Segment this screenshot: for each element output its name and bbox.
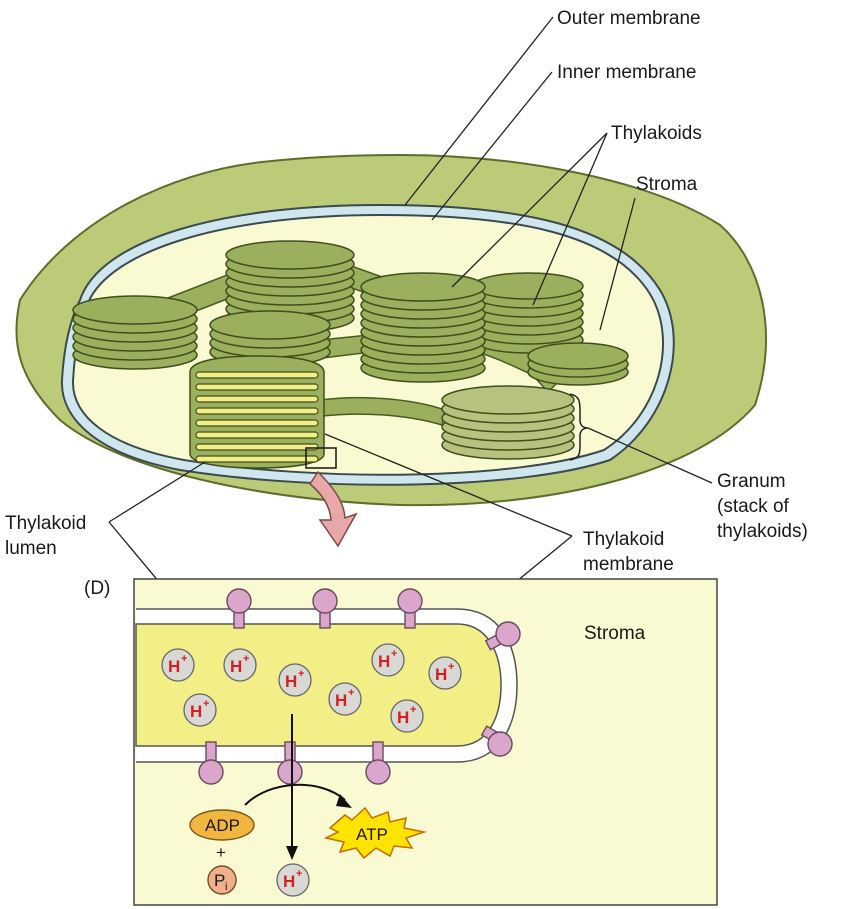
protein-3 [397,588,423,629]
label-panel-d: (D) [84,578,110,599]
proton-6: H+ [371,643,405,677]
label-granum-1: Granum [717,471,786,492]
membrane-proteins [198,588,521,785]
label-stroma-panel: Stroma [584,623,646,644]
proton-ions: H+ H+ H+ H+ H+ H+ H+ H+ [161,643,462,733]
plus-sign: + [216,843,226,862]
label-outer-membrane: Outer membrane [557,8,701,29]
protein-4 [484,621,521,651]
svg-text:+: + [243,653,249,665]
svg-text:+: + [298,668,304,680]
svg-text:H: H [397,708,409,727]
atp-molecule: ATP [323,806,427,860]
proton-2: H+ [223,648,257,682]
svg-text:+: + [448,661,454,673]
protein-2 [312,588,338,629]
granum-left [72,295,198,370]
protein-5 [480,725,513,757]
svg-text:H: H [335,691,347,710]
label-tmem-1: Thylakoid [583,529,664,550]
granum-center-large [360,272,486,383]
svg-text:+: + [410,704,416,716]
granum-cutaway [189,355,337,469]
reaction-arrow [244,783,352,808]
protein-6 [198,741,224,785]
zoom-arrow [309,470,358,548]
proton-7: H+ [428,656,462,690]
label-inner-membrane: Inner membrane [557,62,696,83]
svg-text:H: H [285,672,297,691]
granum-far-right [527,342,629,386]
protein-7 [277,741,303,785]
svg-text:+: + [348,687,354,699]
svg-text:H: H [435,665,447,684]
panel-d: H+ H+ H+ H+ H+ H+ H+ H+ ADP + P [133,578,718,906]
granum-bottom-right [441,385,575,460]
label-lumen-2: lumen [5,538,57,559]
proton-3: H+ [278,663,312,697]
proton-1: H+ [161,648,195,682]
svg-text:H: H [283,872,295,891]
svg-text:H: H [168,657,180,676]
adp-molecule: ADP [189,809,255,841]
protein-1 [226,588,252,629]
protein-8 [365,741,391,785]
svg-text:+: + [181,653,187,665]
svg-text:H: H [378,652,390,671]
label-thylakoids: Thylakoids [611,123,702,144]
proton-flow-arrow [286,714,298,860]
svg-text:ATP: ATP [356,825,388,844]
proton-8: H+ [390,699,424,733]
granum-back-center [225,240,355,333]
granum-right-back [472,272,584,354]
label-stroma-top: Stroma [636,174,698,195]
label-tmem-2: membrane [583,554,674,575]
svg-text:H: H [190,702,202,721]
label-granum-3: thylakoids) [717,521,808,542]
svg-text:+: + [391,648,397,660]
proton-4: H+ [183,693,217,727]
leader-lines-top [108,16,713,669]
proton-5: H+ [328,682,362,716]
proton-stroma: H + [276,863,310,897]
labels: Outer membrane Inner membrane Thylakoids… [5,8,808,644]
zoom-box [305,447,337,469]
label-lumen-1: Thylakoid [5,513,86,534]
svg-text:P: P [214,871,225,890]
svg-text:i: i [225,881,227,893]
phosphate: P i [207,865,237,895]
label-granum-2: (stack of [717,496,790,517]
svg-text:H: H [230,657,242,676]
svg-text:ADP: ADP [205,816,240,835]
svg-text:+: + [296,868,302,880]
svg-text:+: + [203,698,209,710]
